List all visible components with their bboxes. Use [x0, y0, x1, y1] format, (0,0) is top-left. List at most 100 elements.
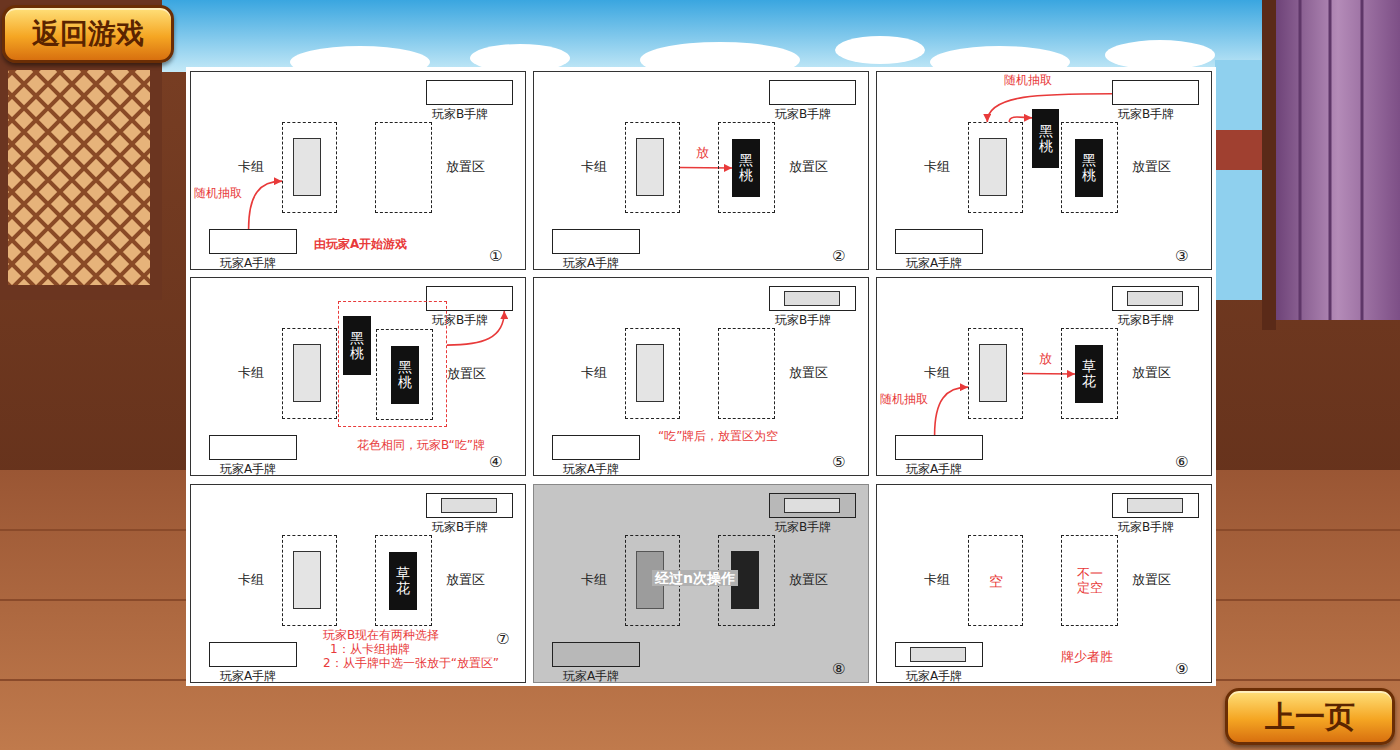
callout-number: ① [489, 248, 502, 265]
placement-zone: 放置区 [718, 328, 775, 419]
hand-box: 玩家A手牌 [209, 642, 297, 667]
playing-card: 黑桃 [391, 346, 419, 404]
deck-zone: 卡组 [968, 122, 1023, 213]
curtain [1276, 0, 1400, 320]
playing-card: 草花 [389, 552, 417, 610]
hand-box: 玩家B手牌 [1112, 286, 1199, 311]
label-text: 卡组 [924, 160, 950, 175]
hand-box: 玩家B手牌 [426, 80, 513, 105]
placement-zone: 放置区黑桃 [1061, 122, 1118, 213]
pillar [1262, 0, 1276, 330]
hand-box: 玩家B手牌 [769, 493, 856, 518]
hand-box: 玩家B手牌 [769, 286, 856, 311]
card-back [293, 551, 321, 609]
rect-part [533, 71, 869, 270]
connector-arrow [935, 387, 968, 435]
label-text: 卡组 [924, 573, 950, 588]
label-text: 黑桃 [1039, 123, 1053, 154]
ellipse-part [1105, 40, 1215, 70]
hand-box: 玩家B手牌 [426, 286, 513, 311]
hand-box: 玩家A手牌 [209, 229, 297, 254]
label-text: 玩家A手牌 [220, 257, 276, 271]
label-text: 经过n次操作 [652, 570, 738, 586]
step-panel: ⑥玩家B手牌卡组放置区草花玩家A手牌 [876, 277, 1212, 476]
line-part [1299, 0, 1302, 320]
floor [0, 470, 1400, 750]
label-text: 放置区 [1132, 160, 1171, 175]
deck-zone: 卡组 [625, 328, 680, 419]
connector-arrow [1023, 373, 1075, 375]
game-button: 返回游戏 [2, 5, 174, 63]
label-text: 卡组 [238, 573, 264, 588]
hand-box: 玩家A手牌 [552, 229, 640, 254]
label-text: 由玩家A开始游戏 [314, 238, 407, 252]
label-text: 放置区 [446, 573, 485, 588]
label-text: 玩家B手牌 [775, 314, 831, 328]
card-back [636, 344, 664, 402]
line-part [1361, 0, 1364, 320]
label-text: 玩家A手牌 [906, 463, 962, 477]
label-text: 放置区 [789, 573, 828, 588]
line-part [1329, 0, 1332, 320]
step-panel: 由玩家A开始游戏①玩家B手牌卡组放置区玩家A手牌 [190, 71, 526, 270]
label-text: 玩家B手牌 [432, 108, 488, 122]
label-text: 草花 [1082, 359, 1096, 390]
label-text: 黑桃 [398, 360, 412, 391]
label-text: 草花 [396, 566, 410, 597]
hand-box: 玩家B手牌 [1112, 493, 1199, 518]
playing-card: 草花 [1075, 345, 1103, 403]
label-text: 不一定空 [1077, 566, 1103, 595]
playing-card: 黑桃 [732, 139, 760, 197]
label-text: 放置区 [447, 367, 486, 382]
placement-zone: 放置区草花 [375, 535, 432, 626]
step-panel: ③玩家B手牌卡组黑桃放置区黑桃玩家A手牌 [876, 71, 1212, 270]
card-back [293, 344, 321, 402]
label-text: 上一页 [1265, 699, 1355, 734]
card-back [1127, 498, 1183, 513]
label-text: 玩家B手牌 [1118, 108, 1174, 122]
placement-zone: 放置区草花 [1061, 328, 1118, 419]
card-back [636, 138, 664, 196]
label-text: 放置区 [446, 160, 485, 175]
label-text: 玩家A手牌 [563, 670, 619, 684]
connector-arrow [680, 167, 732, 169]
card-back [293, 138, 321, 196]
connector-arrow [249, 181, 282, 229]
edge-label: 随机抽取 [1004, 74, 1052, 88]
card-back [910, 647, 966, 662]
edge-label: 放 [1039, 352, 1052, 367]
panel-grounds [190, 71, 1212, 683]
label-text: 玩家A手牌 [220, 463, 276, 477]
game-button: 上一页 [1225, 688, 1395, 745]
placement-zone: 放置区黑桃 [376, 329, 433, 420]
label-text: 卡组 [924, 366, 950, 381]
label-text: 卡组 [238, 160, 264, 175]
rect-part [876, 484, 1212, 683]
card-back [979, 344, 1007, 402]
rect-part [533, 484, 869, 683]
label-text: 放置区 [1132, 573, 1171, 588]
edge-label: 放 [696, 146, 709, 161]
step-panel: ②玩家B手牌卡组放置区黑桃玩家A手牌 [533, 71, 869, 270]
label-text: “吃”牌后，放置区为空 [658, 430, 778, 444]
card-back [979, 138, 1007, 196]
rect-part [190, 484, 526, 683]
placement-zone: 放置区 [375, 122, 432, 213]
label-text: 黑桃 [350, 330, 364, 361]
playing-card: 黑桃 [1032, 109, 1059, 168]
deck-zone: 卡组 [282, 535, 337, 626]
callout-number: ④ [489, 454, 502, 471]
placement-zone: 放置区黑桃 [718, 122, 775, 213]
label-text: 返回游戏 [32, 18, 144, 50]
label-text: 2：从手牌中选一张放于“放置区” [323, 657, 499, 671]
deck-zone: 卡组 [282, 122, 337, 213]
playing-card: 黑桃 [1075, 139, 1103, 197]
label-text: 玩家B手牌 [432, 521, 488, 535]
label-text: 黑桃 [739, 153, 753, 184]
label-text: 玩家A手牌 [563, 257, 619, 271]
